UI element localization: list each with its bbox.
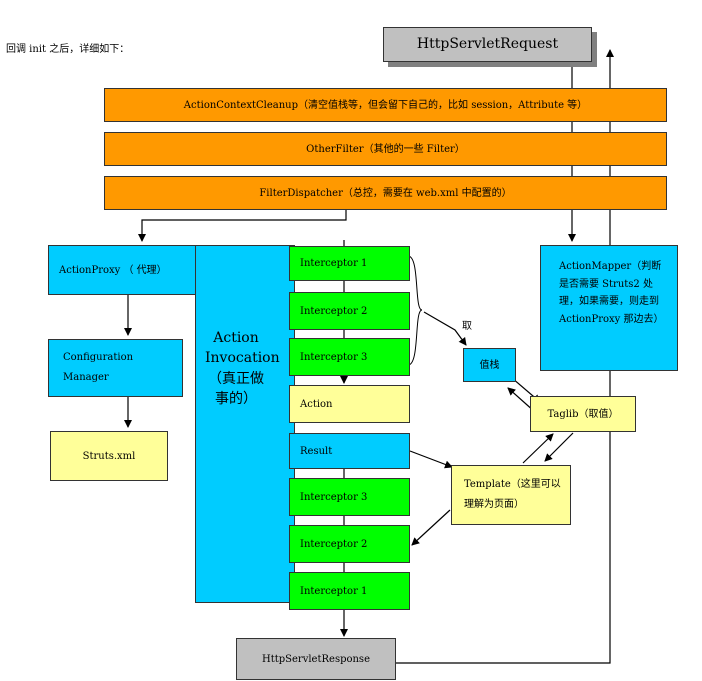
interceptor-2-top-label: Interceptor 2 — [300, 305, 368, 317]
action-proxy-box: ActionProxy （ 代理） — [48, 245, 214, 295]
arrow-template-to-interceptor — [411, 509, 451, 546]
action-context-cleanup-label: ActionContextCleanup（清空值栈等，但会留下自己的，比如 se… — [183, 99, 588, 111]
arrow-dispatcher-to-proxy — [138, 205, 347, 242]
http-servlet-response-label: HttpServletResponse — [262, 653, 370, 665]
action-invocation-label: Action Invocation （真正做事的） — [205, 330, 280, 407]
interceptor-3-bottom: Interceptor 3 — [289, 478, 410, 516]
action-box: Action — [289, 385, 410, 423]
struts-xml-box: Struts.xml — [50, 431, 168, 481]
filter-dispatcher-box: FilterDispatcher（总控，需要在 web.xml 中配置的） — [104, 176, 667, 210]
template-label: Template（这里可以理解为页面） — [464, 479, 561, 510]
interceptor-1-bottom-label: Interceptor 1 — [300, 585, 368, 597]
value-stack-label: 值栈 — [479, 359, 500, 371]
action-invocation-box: Action Invocation （真正做事的） — [195, 245, 295, 603]
http-servlet-response-box: HttpServletResponse — [236, 638, 396, 680]
interceptor-2-bottom: Interceptor 2 — [289, 525, 410, 563]
interceptor-1-bottom: Interceptor 1 — [289, 572, 410, 610]
interceptor-2-bottom-label: Interceptor 2 — [300, 538, 368, 550]
other-filter-label: OtherFilter（其他的一些 Filter） — [306, 143, 465, 155]
fetch-label: 取 — [462, 321, 472, 332]
intro-text: 回调 init 之后，详细如下： — [6, 44, 130, 55]
interceptor-brace — [407, 255, 423, 366]
http-servlet-request-box: HttpServletRequest — [383, 27, 592, 62]
result-box: Result — [289, 433, 410, 469]
other-filter-box: OtherFilter（其他的一些 Filter） — [104, 132, 667, 166]
arrow-template-to-taglib — [522, 433, 554, 464]
configuration-manager-box: Configuration Manager — [48, 339, 183, 397]
interceptor-3-top-label: Interceptor 3 — [300, 351, 368, 363]
filter-dispatcher-label: FilterDispatcher（总控，需要在 web.xml 中配置的） — [259, 187, 512, 199]
taglib-label: Taglib（取值） — [547, 408, 619, 420]
action-mapper-box: ActionMapper（判断是否需要 Struts2 处理，如果需要，则走到 … — [540, 245, 678, 371]
interceptor-2-top: Interceptor 2 — [289, 292, 410, 330]
arrow-result-to-template — [409, 450, 453, 469]
result-label: Result — [300, 445, 333, 457]
taglib-box: Taglib（取值） — [530, 396, 636, 432]
arrow-brace-to-valuestack — [423, 311, 467, 346]
action-mapper-label: ActionMapper（判断是否需要 Struts2 处理，如果需要，则走到 … — [559, 261, 664, 325]
interceptor-3-bottom-label: Interceptor 3 — [300, 491, 368, 503]
value-stack-box: 值栈 — [463, 348, 516, 382]
struts-xml-label: Struts.xml — [82, 450, 136, 462]
arrow-taglib-to-template — [544, 432, 574, 462]
interceptor-3-top: Interceptor 3 — [289, 338, 410, 376]
interceptor-1-top-label: Interceptor 1 — [300, 258, 368, 269]
action-proxy-label: ActionProxy （ 代理） — [59, 264, 167, 276]
interceptor-1-top: Interceptor 1 — [289, 246, 410, 281]
template-box: Template（这里可以理解为页面） — [451, 465, 571, 525]
action-label: Action — [300, 398, 333, 410]
configuration-manager-label: Configuration Manager — [63, 352, 134, 383]
action-context-cleanup-box: ActionContextCleanup（清空值栈等，但会留下自己的，比如 se… — [104, 88, 667, 122]
http-servlet-request-label: HttpServletRequest — [416, 36, 559, 53]
